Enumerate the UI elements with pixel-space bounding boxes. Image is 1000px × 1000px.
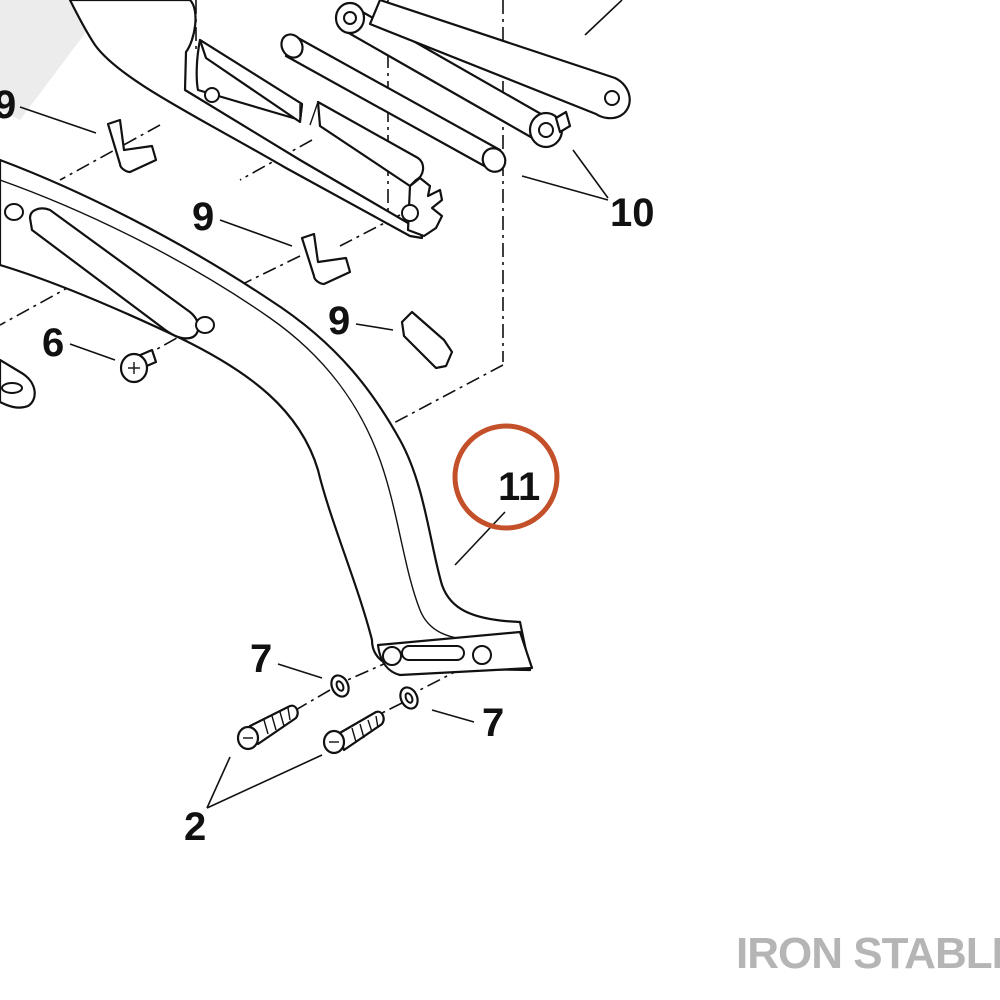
callout-6: 6 <box>42 321 64 365</box>
screw-part-6 <box>119 348 158 384</box>
callout-7-right: 7 <box>482 701 504 745</box>
hinge-pins-part <box>280 0 631 173</box>
washers-part-7 <box>330 674 419 710</box>
callout-7-left: 7 <box>250 637 272 681</box>
callout-10: 10 <box>610 191 655 235</box>
leader-lines <box>19 0 623 809</box>
callout-11-highlight-circle <box>452 423 560 531</box>
callout-2: 2 <box>184 805 206 849</box>
screws-part-2 <box>236 704 385 755</box>
callout-9-middle: 9 <box>192 195 214 239</box>
background-shade <box>0 0 110 120</box>
watermark-text: IRON STABLE <box>736 929 1000 978</box>
callout-9-lower: 9 <box>328 299 350 343</box>
callout-11: 11 <box>498 465 540 509</box>
curved-arm-part <box>0 158 534 677</box>
spring-clips <box>106 118 454 370</box>
upper-bracket-part <box>68 0 444 240</box>
callout-9-top-left: 9 <box>0 83 16 127</box>
